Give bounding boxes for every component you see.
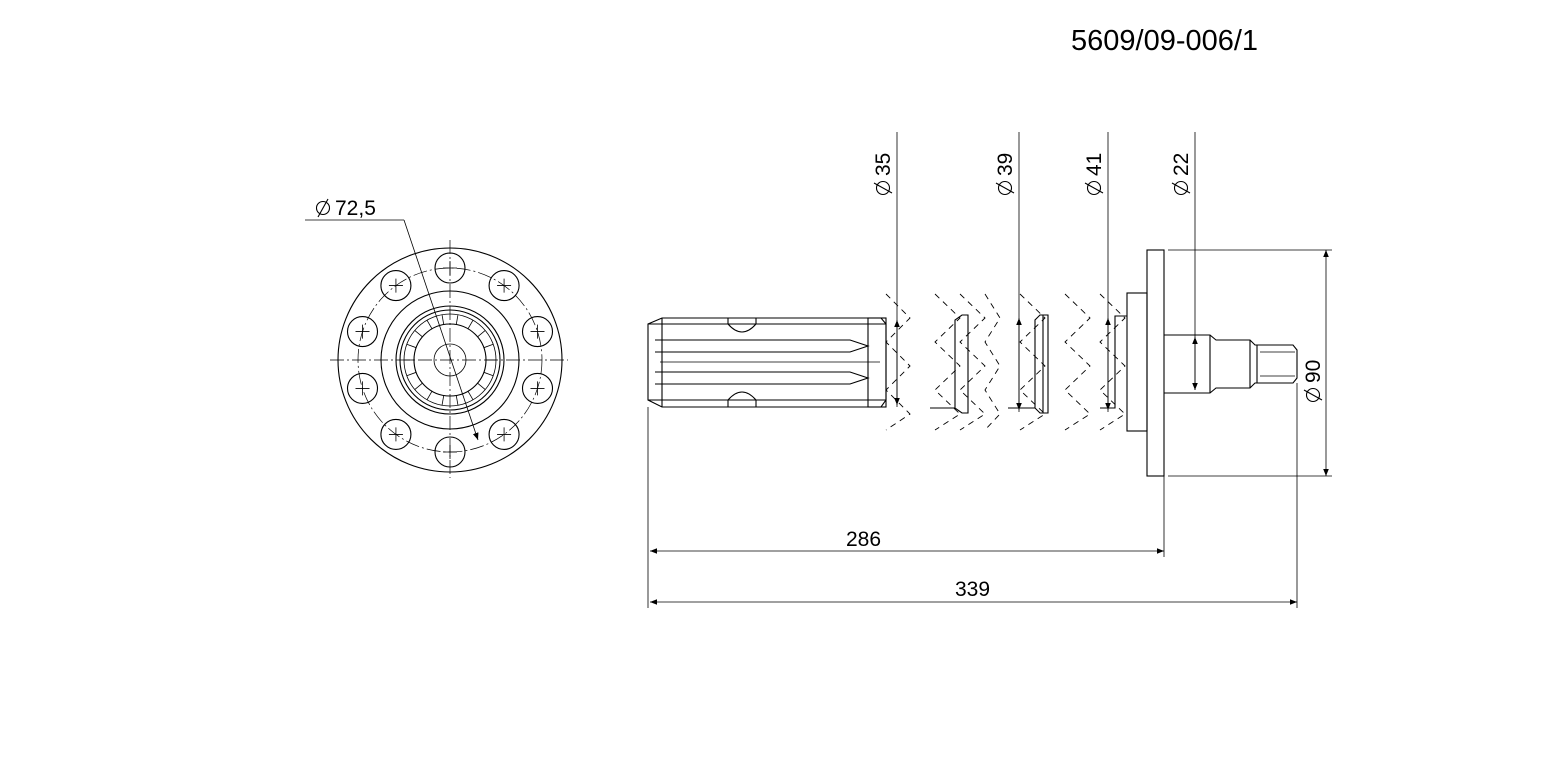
bolt-center-mark xyxy=(388,427,403,442)
spline-tooth xyxy=(483,343,494,349)
bolt-hole xyxy=(346,372,379,404)
spline-tooth xyxy=(455,314,459,325)
diameter-symbol-icon xyxy=(315,198,331,218)
bolt-center-mark xyxy=(443,445,457,459)
flange-end-view: 72,5 xyxy=(305,197,568,478)
bolt-hole xyxy=(380,418,412,450)
bolt-hole xyxy=(488,270,520,302)
diameter-symbol-icon xyxy=(1084,180,1104,196)
bolt-hole xyxy=(346,316,379,348)
dim-diameter-35: 35 xyxy=(872,153,895,176)
diameter-symbol-icon xyxy=(873,180,893,196)
spline-tooth xyxy=(406,343,417,349)
dimension-lines xyxy=(647,132,1332,608)
dim-length-339: 339 xyxy=(955,578,990,601)
bolt-center-mark xyxy=(388,278,403,293)
spline-tooth xyxy=(441,314,445,325)
diameter-symbol-icon xyxy=(995,180,1015,196)
dim-diameter-90: 90 xyxy=(1302,360,1325,383)
dim-length-286: 286 xyxy=(846,528,881,551)
spline-tooth xyxy=(426,390,433,401)
shaft-side-view xyxy=(647,249,1298,477)
diameter-symbol-icon xyxy=(1303,387,1323,403)
spline-tooth xyxy=(426,319,433,330)
dim-diameter-39: 39 xyxy=(994,153,1017,176)
spline-tooth xyxy=(477,330,486,338)
bolt-center-mark xyxy=(497,278,512,293)
bolt-center-mark xyxy=(530,381,545,396)
spline-tooth xyxy=(483,371,494,377)
bolt-center-mark xyxy=(497,427,512,442)
spline-tooth xyxy=(455,395,459,406)
spline-tooth xyxy=(467,319,474,330)
spline-tooth xyxy=(406,371,417,377)
dim-diameter-22: 22 xyxy=(1170,153,1193,176)
dim-diameter-41: 41 xyxy=(1083,153,1106,176)
bolt-center-mark xyxy=(355,381,370,396)
spline-tooth xyxy=(441,395,445,406)
bolt-hole xyxy=(488,418,520,450)
bolt-hole xyxy=(380,270,412,302)
drawing-number: 5609/09-006/1 xyxy=(1071,25,1258,57)
spline-tooth xyxy=(467,390,474,401)
bolt-hole xyxy=(521,316,554,348)
bolt-holes xyxy=(346,252,554,468)
diameter-symbol-icon xyxy=(1171,180,1191,196)
bolt-center-mark xyxy=(355,324,370,339)
bolt-hole xyxy=(521,372,554,404)
bolt-center-mark xyxy=(443,261,457,275)
spline-tooth xyxy=(414,330,423,338)
dim-diameter-72-5: 72,5 xyxy=(335,197,376,220)
spline-tooth xyxy=(414,382,423,390)
bolt-hole xyxy=(434,436,466,468)
inner-splines xyxy=(404,314,496,406)
bolt-hole xyxy=(434,252,466,284)
bolt-center-mark xyxy=(530,324,545,339)
spline-tooth xyxy=(477,382,486,390)
